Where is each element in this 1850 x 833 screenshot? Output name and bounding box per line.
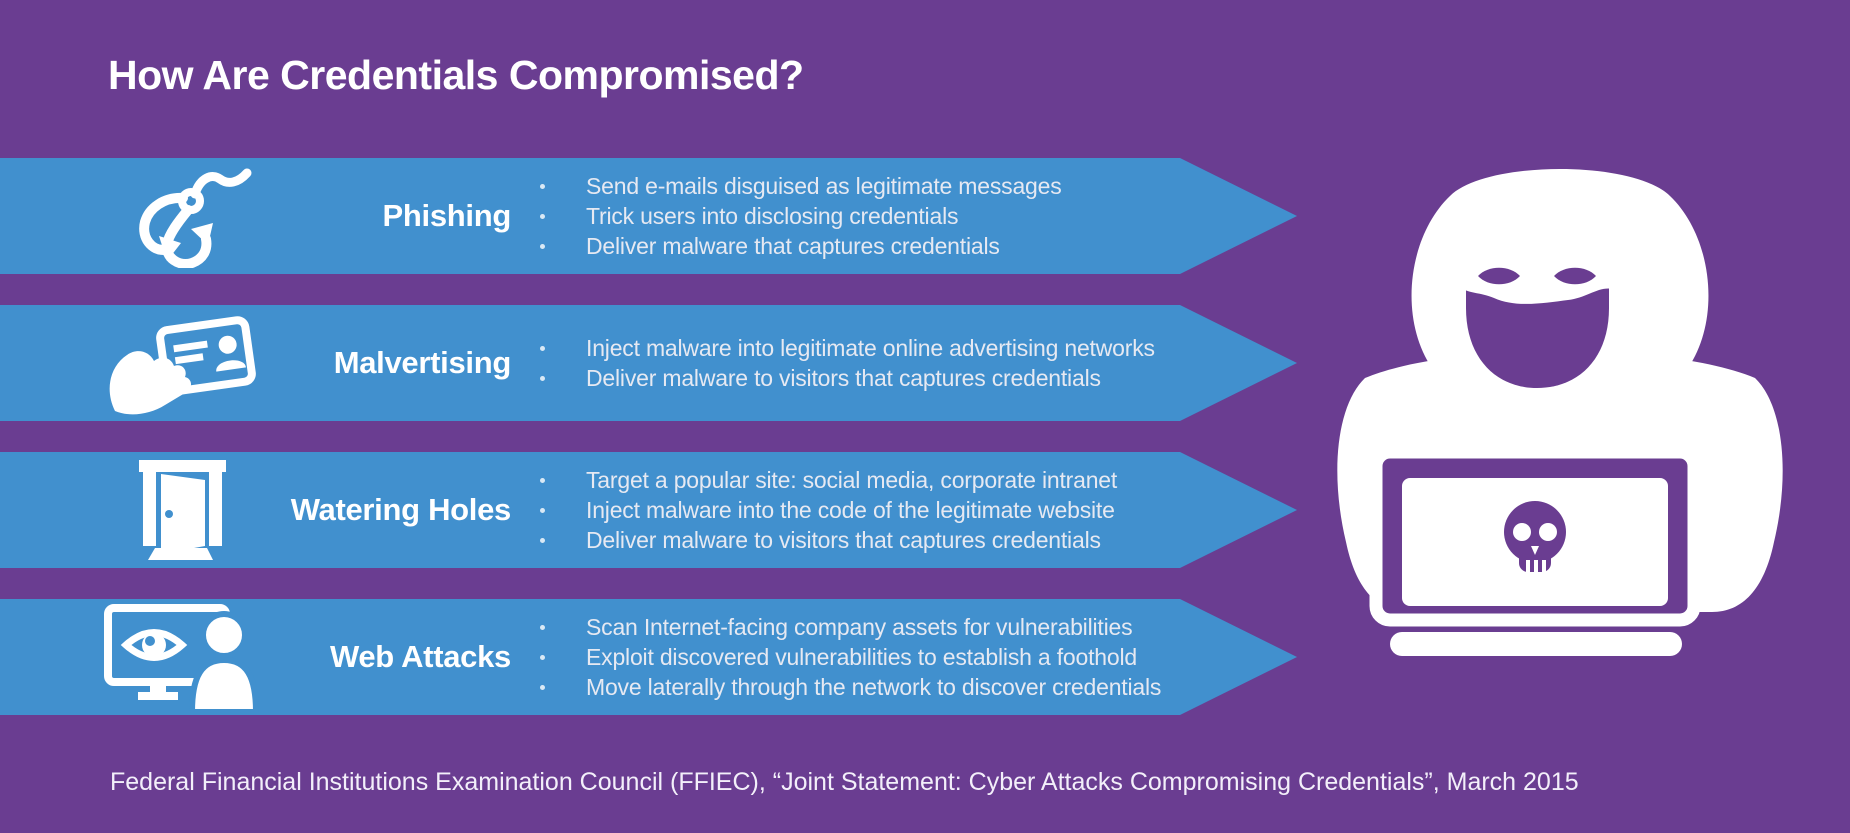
attack-label: Phishing xyxy=(382,198,512,233)
bullet-item: Inject malware into legitimate online ad… xyxy=(540,333,1155,363)
bullet-list: Target a popular site: social media, cor… xyxy=(540,465,1117,555)
bullet-text: Send e-mails disguised as legitimate mes… xyxy=(586,173,1062,199)
bullet-text: Move laterally through the network to di… xyxy=(586,674,1162,700)
bullet-item: Trick users into disclosing credentials xyxy=(540,201,1062,231)
fish-hook-icon xyxy=(103,158,261,274)
attack-label: Web Attacks xyxy=(329,639,511,674)
bullet-list: Inject malware into legitimate online ad… xyxy=(540,333,1155,393)
bullet-text: Deliver malware to visitors that capture… xyxy=(586,527,1101,553)
bullet-text: Trick users into disclosing credentials xyxy=(586,203,959,229)
attack-row-malvertising: Malvertising Inject malware into legitim… xyxy=(0,305,1297,421)
bullet-item: Scan Internet-facing company assets for … xyxy=(540,612,1161,642)
page-title: How Are Credentials Compromised? xyxy=(108,52,804,98)
attack-row-phishing: Phishing Send e-mails disguised as legit… xyxy=(0,158,1297,274)
bullet-text: Deliver malware to visitors that capture… xyxy=(586,365,1101,391)
open-door-icon xyxy=(103,452,261,568)
bullet-list: Send e-mails disguised as legitimate mes… xyxy=(540,171,1062,261)
bullet-item: Deliver malware that captures credential… xyxy=(540,231,1062,261)
bullet-text: Deliver malware that captures credential… xyxy=(586,233,1000,259)
attack-label: Malvertising xyxy=(333,345,512,380)
source-citation: Federal Financial Institutions Examinati… xyxy=(110,768,1579,796)
bullet-text: Target a popular site: social media, cor… xyxy=(586,467,1118,493)
bullet-item: Move laterally through the network to di… xyxy=(540,672,1161,702)
attack-row-web-attacks: Web Attacks Scan Internet-facing company… xyxy=(0,599,1297,715)
hooded-hacker-illustration xyxy=(1320,140,1800,760)
bullet-text: Inject malware into legitimate online ad… xyxy=(586,335,1155,361)
monitor-eye-person-icon xyxy=(103,599,261,715)
bullet-list: Scan Internet-facing company assets for … xyxy=(540,612,1161,702)
bullet-item: Send e-mails disguised as legitimate mes… xyxy=(540,171,1062,201)
bullet-text: Scan Internet-facing company assets for … xyxy=(586,614,1133,640)
bullet-item: Deliver malware to visitors that capture… xyxy=(540,525,1117,555)
bullet-item: Inject malware into the code of the legi… xyxy=(540,495,1117,525)
bullet-text: Inject malware into the code of the legi… xyxy=(586,497,1115,523)
bullet-item: Target a popular site: social media, cor… xyxy=(540,465,1117,495)
attack-row-watering-holes: Watering Holes Target a popular site: so… xyxy=(0,452,1297,568)
bullet-text: Exploit discovered vulnerabilities to es… xyxy=(586,644,1137,670)
hand-id-card-icon xyxy=(103,305,261,421)
attack-label: Watering Holes xyxy=(290,492,512,527)
bullet-item: Exploit discovered vulnerabilities to es… xyxy=(540,642,1161,672)
bullet-item: Deliver malware to visitors that capture… xyxy=(540,363,1155,393)
